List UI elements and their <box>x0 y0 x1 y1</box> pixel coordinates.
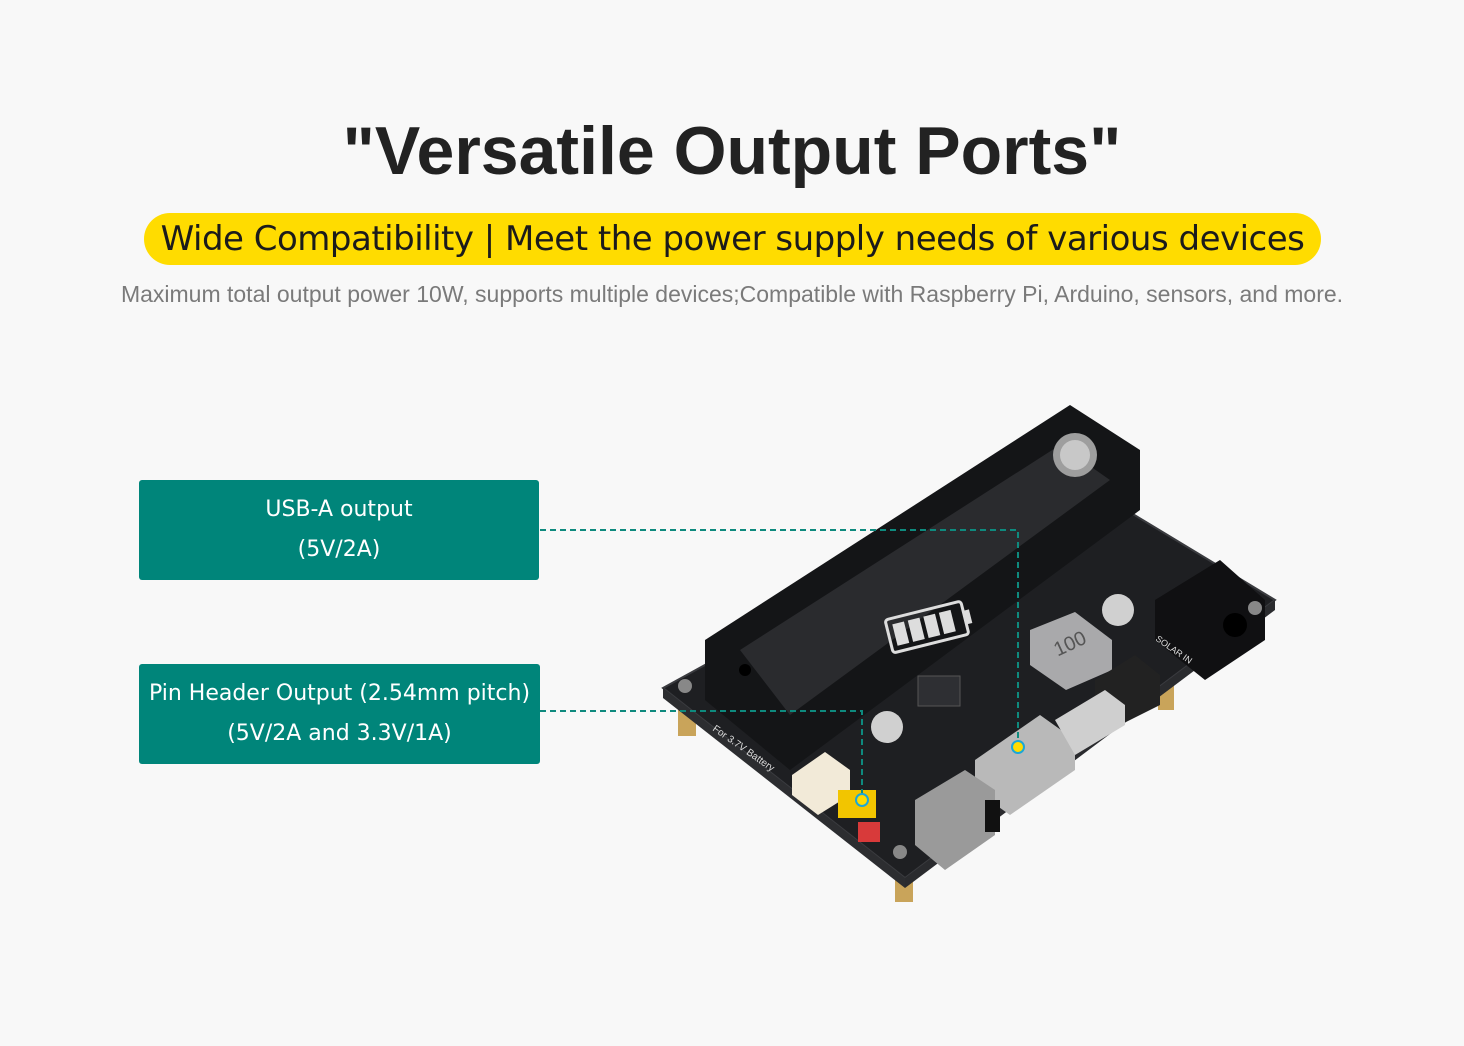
battery-holder <box>705 405 1140 770</box>
description: Maximum total output power 10W, supports… <box>120 281 1344 307</box>
marker-dot <box>855 793 869 807</box>
callout-line-pin-header <box>540 710 869 807</box>
callout-pin-header-spec: (5V/2A and 3.3V/1A) <box>227 721 452 746</box>
callout-pin-header: Pin Header Output (2.54mm pitch) (5V/2A … <box>139 664 540 764</box>
screw <box>678 679 692 693</box>
callout-usb-a-title: USB-A output <box>265 497 413 522</box>
usb-a-port <box>975 715 1075 815</box>
pin-header-red <box>858 822 880 842</box>
pcb-edge <box>663 688 905 888</box>
switch-lever <box>985 800 1000 832</box>
battery-connector <box>792 752 850 815</box>
callout-line-usb <box>540 529 1025 754</box>
screw <box>893 845 907 859</box>
callout-usb-a: USB-A output (5V/2A) <box>139 480 539 580</box>
capacitor <box>871 711 903 743</box>
battery-icon <box>884 600 973 654</box>
page-title: "Versatile Output Ports" <box>342 113 1122 189</box>
inductor <box>1030 612 1112 690</box>
dc-jack <box>1155 560 1265 680</box>
screw <box>1248 601 1262 615</box>
chip <box>917 675 961 707</box>
tagline-banner: Wide Compatibility | Meet the power supp… <box>144 213 1321 265</box>
marker-dot <box>1011 740 1025 754</box>
power-switch <box>915 770 995 870</box>
callout-usb-a-spec: (5V/2A) <box>297 537 381 562</box>
tagline-text: Wide Compatibility | Meet the power supp… <box>160 219 1305 259</box>
capacitor <box>1102 594 1134 626</box>
callout-pin-header-title: Pin Header Output (2.54mm pitch) <box>148 681 531 706</box>
usb-c-port <box>1055 690 1125 755</box>
